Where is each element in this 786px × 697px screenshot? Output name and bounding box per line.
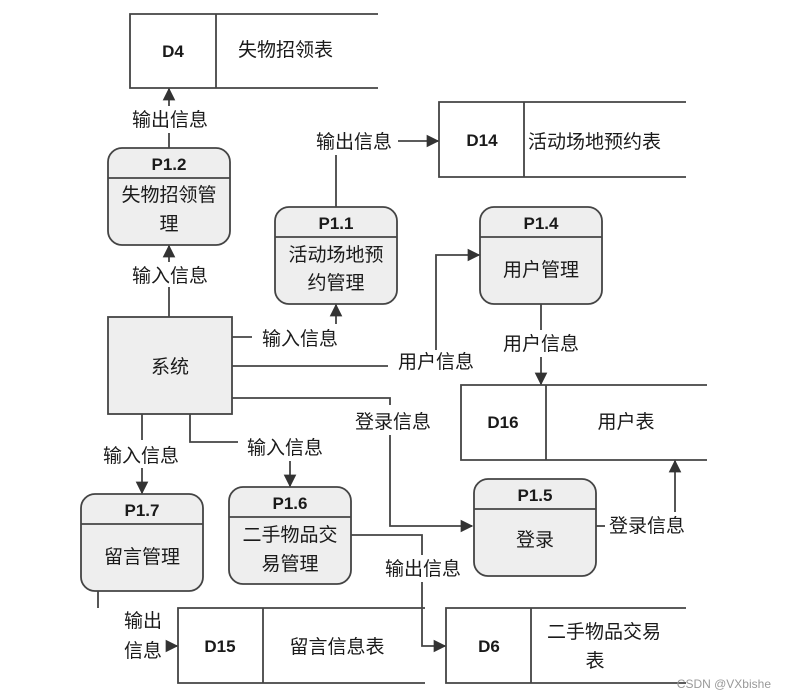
flow-label: 用户信息 [398,351,474,373]
process-p15: P1.5 登录 [473,478,597,577]
process-name-line1: 二手物品交 [242,524,337,546]
datastore-d16: D16 用户表 [460,384,707,461]
process-id: P1.4 [524,214,560,233]
process-name: 用户管理 [503,259,579,281]
process-name: 留言管理 [104,546,180,568]
datastore-d6: D6 二手物品交易 表 [445,607,686,684]
flow-arrow-system-to-p15 [232,397,391,405]
process-p14: P1.4 用户管理 [479,206,603,305]
process-p12: P1.2 失物招领管 理 [107,147,231,246]
process-p16: P1.6 二手物品交 易管理 [228,486,352,585]
datastore-id: D16 [487,413,518,432]
flow-arrow-p16-to-d6-head [421,582,447,653]
process-name-line2: 易管理 [261,553,318,575]
process-id: P1.1 [319,214,354,233]
datastore-id: D4 [162,42,184,61]
flow-label-line1: 输出 [124,610,162,632]
flow-label: 输出信息 [132,109,208,131]
entity-name: 系统 [151,356,189,378]
flow-arrow-system-to-p14-head [435,248,481,350]
process-id: P1.6 [273,494,308,513]
entity-system: 系统 [107,316,233,415]
watermark: CSDN @VXbishe [677,677,772,691]
process-name-line1: 活动场地预 [288,244,383,266]
flow-label: 输出信息 [385,558,461,580]
datastore-d14: D14 活动场地预约表 [438,101,686,178]
datastore-name: 活动场地预约表 [528,131,661,153]
flow-label: 输入信息 [103,445,179,467]
flow-arrow-system-to-p16 [189,414,238,443]
flow-arrow-system-to-p15-head [389,435,474,533]
process-id: P1.2 [152,155,187,174]
process-id: P1.5 [518,486,553,505]
datastore-name: 留言信息表 [289,636,384,658]
process-name-line1: 失物招领管 [121,184,216,206]
process-name-line2: 理 [159,213,178,235]
flow-label: 输入信息 [262,328,338,350]
flow-label-line2: 信息 [124,640,162,662]
datastore-d4: D4 失物招领表 [129,13,378,89]
datastore-name: 用户表 [597,411,654,433]
flow-arrow-p16-to-d6 [351,534,423,555]
datastore-id: D6 [478,637,500,656]
flow-label: 输出信息 [316,131,392,153]
process-p11: P1.1 活动场地预 约管理 [274,206,398,305]
datastore-name-line1: 二手物品交易 [547,621,661,643]
process-name: 登录 [516,529,554,551]
flow-label: 登录信息 [609,515,685,537]
process-name-line2: 约管理 [307,272,364,294]
flow-label: 输入信息 [132,265,208,287]
datastore-d15: D15 留言信息表 [177,607,425,684]
flow-label: 输入信息 [247,437,323,459]
datastore-name-line2: 表 [585,650,604,672]
datastore-id: D15 [204,637,235,656]
process-p17: P1.7 留言管理 [80,493,204,592]
process-id: P1.7 [125,501,160,520]
datastore-name: 失物招领表 [238,39,333,61]
datastore-id: D14 [466,131,498,150]
flow-label: 用户信息 [503,333,579,355]
flow-label: 登录信息 [355,411,431,433]
